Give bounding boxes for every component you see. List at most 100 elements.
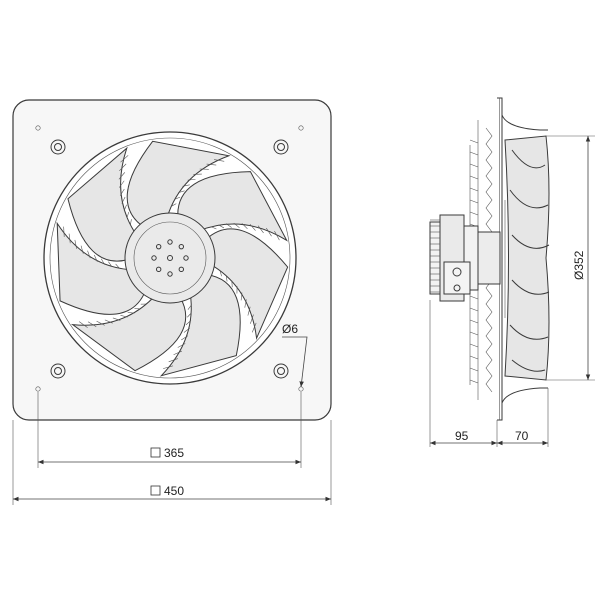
inlet-flare-top [501,114,548,131]
blade-rib [80,245,84,254]
side-blade-edge [509,189,549,209]
blade-rib [181,335,189,341]
hub-bolt [178,266,185,273]
blade-rib [240,292,243,301]
impeller-blade [67,146,138,262]
blade-rib [63,226,65,237]
impeller-blade [159,273,241,377]
impeller-blades [56,140,289,377]
plate-width-label: 450 [164,484,184,498]
blade-rib [225,275,228,282]
blade-rib [94,254,98,262]
blade-rib [266,227,272,237]
blade-rib [120,155,129,163]
blade-rib [126,212,129,219]
blade-rib [108,261,113,267]
blade-rib [206,163,217,166]
blade-rib [211,226,217,230]
impeller-blade [126,140,231,228]
guard-screw-top-left [50,139,66,155]
impeller-side-silhouette [504,135,550,381]
rotor-hub-inner [133,221,207,295]
blade-rib [244,299,247,308]
blade-rib [168,358,178,363]
guard-strut [469,367,479,372]
hole-diameter-label: Ø6 [282,322,298,336]
blade-rib [104,319,113,324]
motor-fins [430,219,440,293]
inlet-flare-bottom [501,387,548,404]
terminal-box [443,261,471,295]
blade-rib [87,250,91,259]
blade-rib [250,314,254,324]
blade-rib [74,239,77,249]
blade-rib [119,188,125,196]
mounting-hole-top-right [298,125,304,131]
hub-bolt [155,266,162,273]
fan-depth-dimension: 70 [497,388,549,447]
blade-rib [87,321,97,328]
blade-rib [187,304,192,310]
front-view: Ø6 [12,99,332,421]
guard-strut [469,211,479,216]
blade-rib [96,320,105,326]
blade-rib [218,224,225,229]
blade-rib [173,350,182,356]
rotor-hub [124,212,216,304]
mounting-hole-bottom-left [35,386,41,392]
motor-shaft-housing [429,221,441,295]
blade-rib [68,233,71,244]
blade-rib [121,196,126,204]
side-view [429,97,550,421]
square-icon [150,485,161,496]
bolt-spacing-label: 365 [164,446,184,460]
bolt-spacing-dimension: 365 [37,392,302,468]
hole-diameter-leader [282,336,308,388]
blade-rib [171,203,177,207]
blade-rib [178,190,185,194]
guard-strut [469,175,479,180]
blade-rib [127,311,135,314]
blade-rib [257,225,264,234]
hub-bolt-pattern [151,239,189,277]
guard-strut [469,187,479,192]
guard-strut [469,319,479,324]
blade-ribs [63,155,280,369]
blade-rib [118,172,126,180]
guard-screw-bottom-left [50,363,66,379]
guard-strut [469,151,479,156]
side-blade-edge [509,324,549,340]
blade-rib [118,180,125,188]
hub-bolt [167,271,173,277]
blade-rib [249,223,256,231]
blade-rib [225,223,232,228]
hub-bolt [151,255,157,261]
fan-depth-label: 70 [515,429,529,443]
blade-rib [112,317,121,321]
blade-rib [241,223,248,230]
guard-strut [469,199,479,204]
impeller-blade [205,228,289,341]
blade-rib [79,321,88,328]
guard-strut [469,343,479,348]
blade-rib [251,322,257,333]
blade-rib [185,320,192,326]
motor-depth-label: 95 [455,429,469,443]
guard-strut [469,139,479,144]
guard-strut [469,355,479,360]
hub-bolt [183,255,189,261]
blade-rib [115,263,120,269]
blade-rib [214,159,225,162]
impeller-blade [56,221,147,315]
guard-strut [469,295,479,300]
impeller-blade [177,171,288,242]
hub-bolt [178,243,185,250]
blade-rib [274,230,280,241]
side-blade-edge [511,279,550,295]
guard-screw-bottom-right [273,363,289,379]
blade-rib [233,222,240,229]
impeller-side-blades [509,149,550,372]
blade-rib [163,365,174,369]
motor-rotor [477,231,501,285]
side-blade-edge [511,234,550,249]
